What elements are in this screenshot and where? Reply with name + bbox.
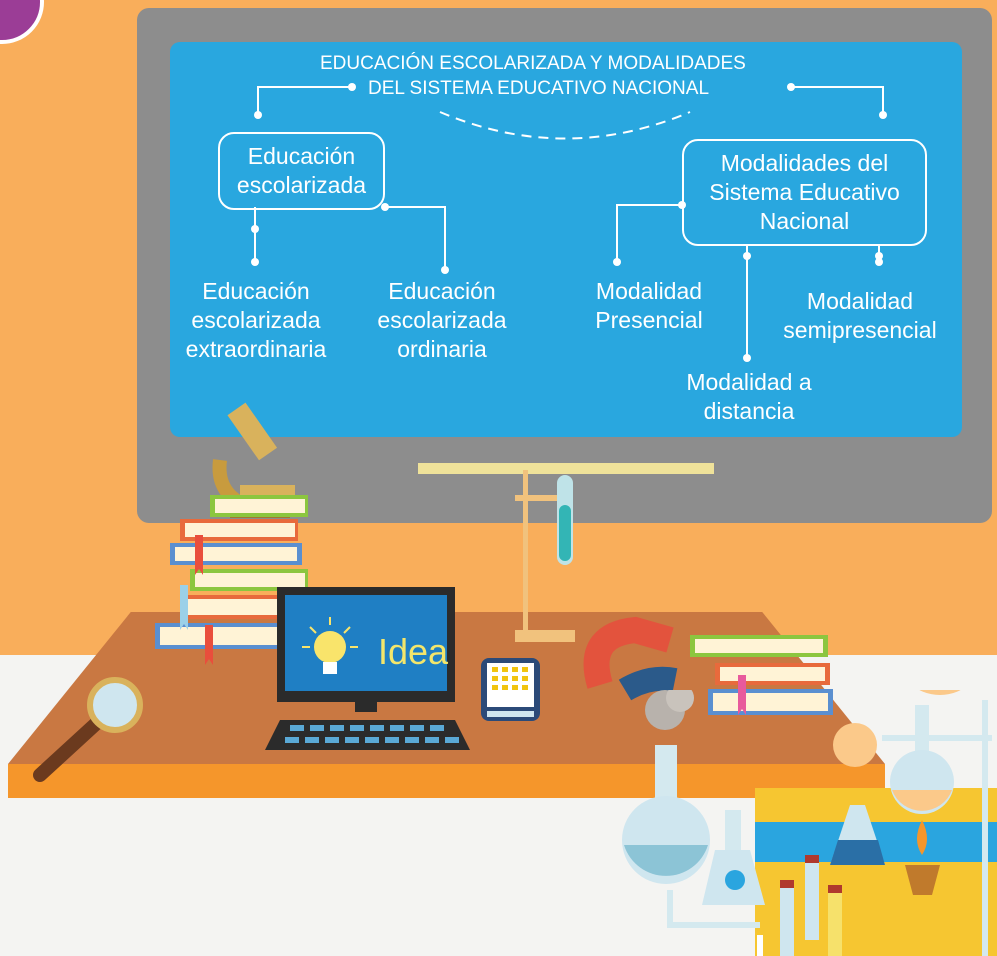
blackboard xyxy=(170,42,962,437)
node-modalidad-presencial: Modalidad Presencial xyxy=(595,278,703,333)
magnet-icon xyxy=(583,616,678,701)
node-escolarizada-extraordinaria: Educación escolarizada extraordinaria xyxy=(185,278,327,362)
desk-edge xyxy=(8,764,885,798)
lightbulb-icon xyxy=(302,617,358,674)
calculator-icon xyxy=(481,658,540,721)
flask-icon xyxy=(622,690,992,956)
lab-corner-panel xyxy=(755,788,997,956)
node-modalidad-distancia: Modalidad a distancia xyxy=(686,369,812,424)
diagram-title-line1: EDUCACIÓN ESCOLARIZADA Y MODALIDADES xyxy=(320,53,746,74)
node-label: Modalidades del Sistema Educativo Nacion… xyxy=(709,150,900,234)
node-modalidad-semipresencial: Modalidad semipresencial xyxy=(783,288,937,343)
test-tube-icon xyxy=(515,470,575,642)
magnifying-glass-icon xyxy=(33,677,143,782)
books-icon-right xyxy=(690,635,833,715)
chalk-tray xyxy=(418,463,714,474)
computer-screen-text: Idea xyxy=(378,631,449,672)
node-escolarizada-ordinaria: Educación escolarizada ordinaria xyxy=(377,278,507,362)
node-educacion-escolarizada: Educación escolarizada xyxy=(218,132,385,210)
node-modalidades: Modalidades del Sistema Educativo Nacion… xyxy=(682,139,927,246)
diagram-title-line2: DEL SISTEMA EDUCATIVO NACIONAL xyxy=(368,78,710,99)
computer-icon xyxy=(265,587,470,750)
node-label: Educación escolarizada xyxy=(236,143,367,198)
